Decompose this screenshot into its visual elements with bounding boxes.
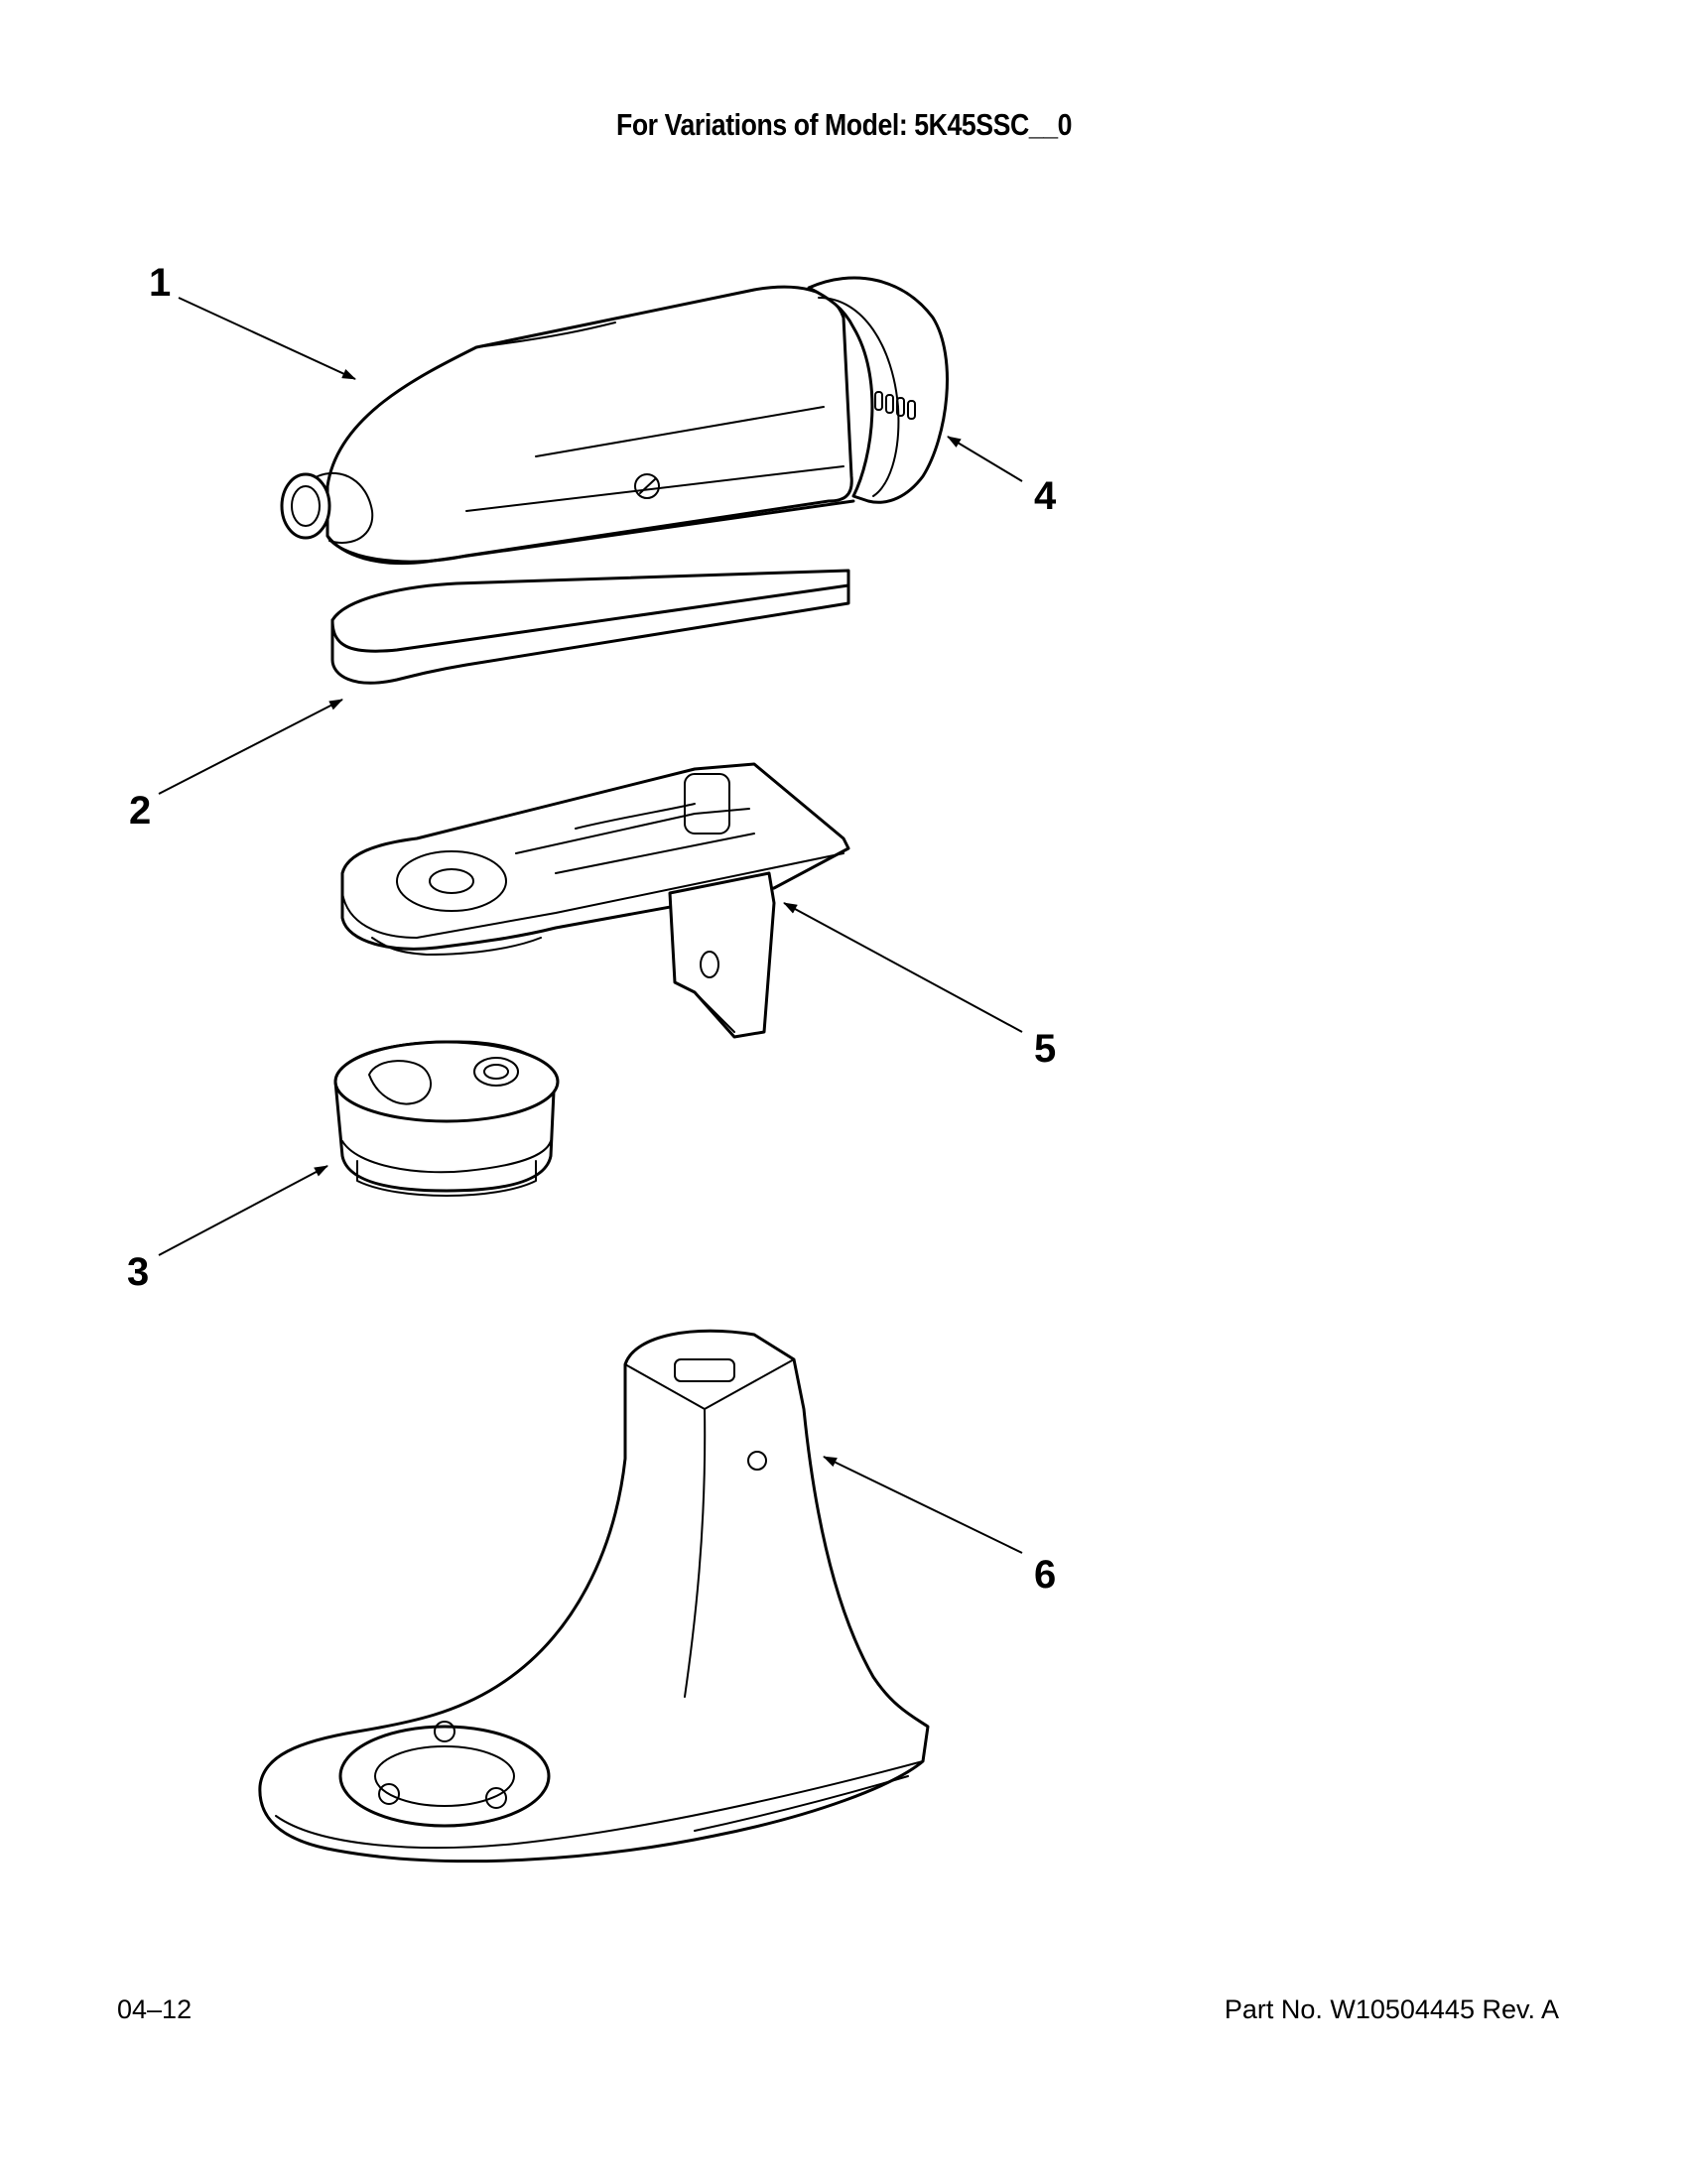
leader-1: [178, 297, 356, 380]
callout-2: 2: [129, 789, 151, 833]
callout-numbers: 1 2 3 4 5 6: [127, 261, 1057, 1597]
leader-6: [823, 1456, 1023, 1554]
callout-6: 6: [1034, 1553, 1056, 1597]
part-3-planetary-adapter: [333, 1040, 560, 1197]
callout-1: 1: [149, 261, 171, 305]
leader-2: [158, 699, 343, 795]
leader-4: [947, 436, 1023, 482]
part-number: Part No. W10504445 Rev. A: [1224, 1994, 1559, 2024]
leader-5: [783, 902, 1023, 1033]
part-2-gasket-band: [330, 569, 850, 685]
callout-4: 4: [1034, 474, 1057, 518]
part-1-motor-housing: [280, 285, 855, 566]
date-code: 04–12: [117, 1994, 193, 2024]
callout-3: 3: [127, 1250, 149, 1294]
callout-5: 5: [1034, 1027, 1056, 1071]
part-5-gear-housing: [340, 762, 850, 1039]
part-4-rear-cover: [807, 276, 949, 504]
part-6-pedestal-base: [258, 1329, 930, 1863]
page-title: For Variations of Model: 5K45SSC__0: [615, 107, 1073, 142]
leader-lines: [158, 297, 1023, 1554]
leader-3: [158, 1165, 328, 1256]
